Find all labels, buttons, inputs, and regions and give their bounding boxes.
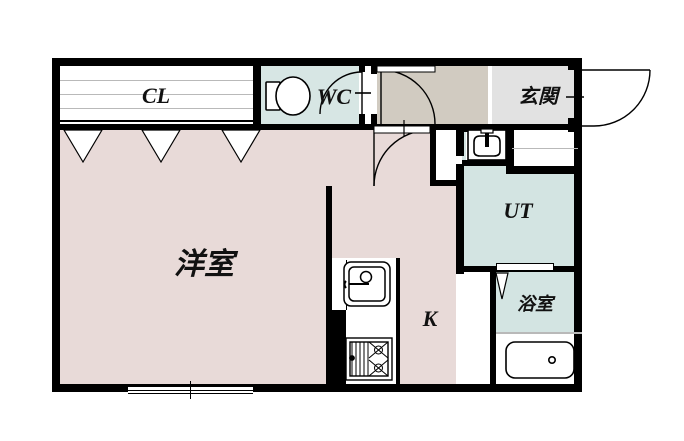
wall-bottom-outer [52, 384, 582, 392]
room-fill-hall [377, 66, 488, 124]
room-fill-kitchen-upper [326, 128, 430, 188]
room-label-kitchen: K [422, 306, 438, 331]
wall-vanity-bottom [462, 160, 512, 166]
line-fridge-slot-border [346, 260, 347, 310]
room-fill-cl [60, 66, 253, 126]
wall-kitchen-counter-right [396, 258, 400, 384]
wall-kitchen-counter-back [332, 310, 346, 384]
wall-genkan-bottom [490, 124, 582, 130]
cl-shelf-line-2 [60, 94, 253, 95]
room-fill-tub-area [496, 334, 582, 382]
vanity-alcove-fill [466, 128, 510, 162]
shoe-box-fill [512, 130, 582, 168]
wall-ut-top [456, 126, 512, 132]
wall-left-outer [52, 58, 60, 384]
wall-genkan-right-jamb-bottom [568, 118, 574, 132]
room-label-yokushitsu: 浴室 [517, 294, 553, 315]
wall-genkan-left [488, 58, 492, 62]
wall-shoebox-bottom [506, 166, 582, 174]
room-label-cl: CL [141, 83, 171, 108]
room-fill-genkan [492, 66, 582, 124]
wall-wc-bottom [253, 124, 373, 130]
shoebox-shelf-line [512, 148, 578, 149]
ut-sliding-door[interactable] [496, 263, 554, 271]
room-fill-yoshitsu [60, 128, 326, 384]
wall-wc-right [359, 58, 365, 72]
wall-cl-right [253, 58, 261, 130]
wall-hall-left-lower [371, 114, 377, 130]
room-label-wc: WC [316, 84, 352, 109]
cl-shelf-line-1 [60, 80, 253, 81]
wall-ut-left-upper [456, 126, 464, 156]
wall-ut-left-lower [456, 164, 464, 274]
wall-kitchen-top-right [430, 130, 436, 186]
cl-shelf-line-3 [60, 108, 253, 109]
room-label-genkan: 玄関 [518, 84, 558, 108]
wall-cl-bottom [52, 124, 261, 130]
wall-right-outer [574, 58, 582, 392]
wall-bath-left [490, 266, 496, 392]
wall-kitchen-left [326, 186, 332, 384]
balcony-window-mullion [190, 381, 191, 399]
wall-genkan-right-jamb-top [568, 58, 574, 70]
cl-door-track [60, 120, 253, 122]
wall-hall-left [371, 58, 377, 74]
wall-top-outer [52, 58, 582, 66]
wall-shoebox-left [506, 128, 514, 174]
line-bath-tub-divider [496, 332, 582, 334]
room-label-yoshitsu: 洋室 [174, 247, 234, 282]
room-label-ut: UT [503, 198, 533, 223]
kitchen-counter-fridge-slot [334, 260, 346, 310]
wall-kitchen-top [430, 180, 462, 186]
wall-wc-right-lower [359, 114, 365, 130]
